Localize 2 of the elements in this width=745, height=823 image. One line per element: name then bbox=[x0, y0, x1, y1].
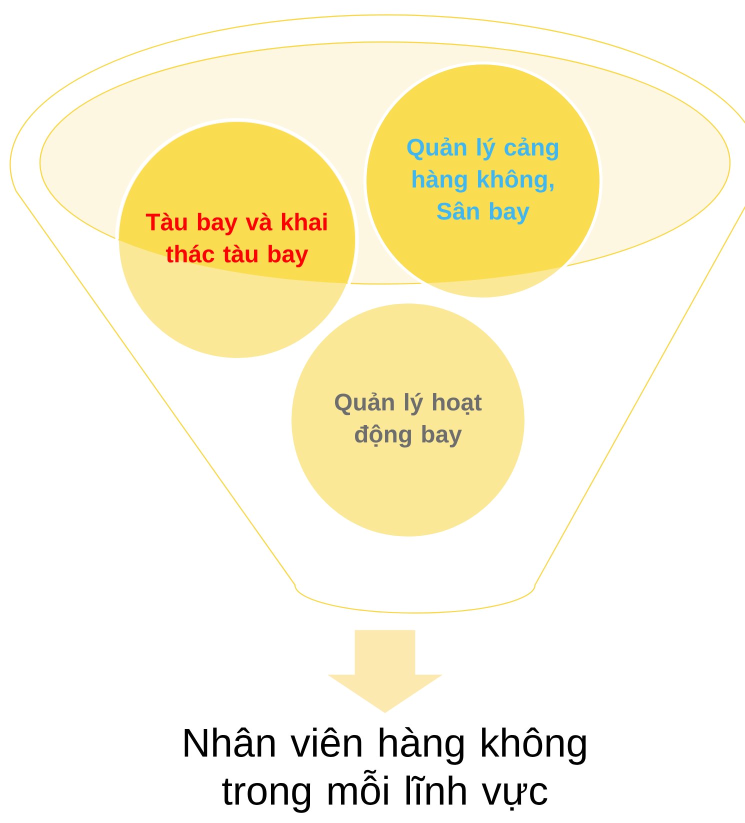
block-arrow bbox=[328, 630, 442, 714]
result-text: Nhân viên hàng không trong mỗi lĩnh vực bbox=[184, 727, 586, 813]
